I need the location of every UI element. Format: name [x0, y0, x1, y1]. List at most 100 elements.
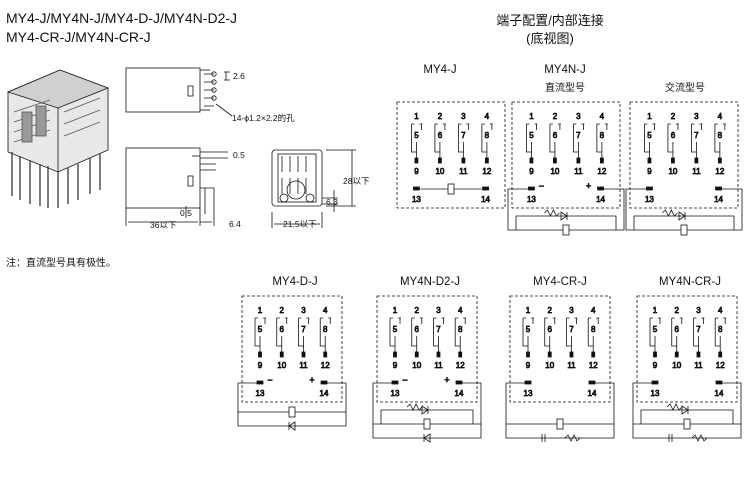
pin-terminal: [576, 157, 581, 164]
coil-terminal: [524, 380, 532, 385]
ac-model-label: 交流型号: [665, 83, 705, 94]
base-outline: [629, 101, 739, 209]
terminal-header: 端子配置/内部连接: [496, 13, 604, 28]
pin-terminal: [414, 351, 419, 358]
pin-terminal: [718, 351, 723, 358]
led-branch: [640, 409, 734, 424]
pin-terminal: [694, 157, 699, 164]
contact-no: [306, 317, 310, 324]
pin-label: 2: [548, 306, 553, 315]
pin-label: 12: [482, 167, 491, 176]
resistor-symbol: [691, 434, 708, 442]
pin-label: 4: [591, 306, 596, 315]
pin-label: 12: [456, 361, 465, 370]
pin-label: 1: [258, 306, 263, 315]
model-label-my4-cr-j: MY4-CR-J: [533, 276, 587, 288]
polarity-plus: +: [309, 375, 314, 385]
model-label-my4n-cr-j: MY4N-CR-J: [659, 276, 721, 288]
pin-label: 5: [414, 131, 419, 140]
pin-label: 9: [526, 361, 531, 370]
pin-label: 6: [415, 325, 420, 334]
coil-terminal: [413, 186, 420, 191]
pin-terminal: [301, 351, 306, 358]
contact-nc: [671, 317, 678, 352]
pin-label: 5: [653, 325, 658, 334]
contact-no: [701, 317, 705, 324]
pin-label: 4: [718, 112, 723, 121]
contact-no: [328, 317, 332, 324]
pin-label: 12: [715, 167, 724, 176]
pin-terminal: [547, 351, 552, 358]
contact-no: [466, 123, 470, 130]
pin-label: 11: [299, 361, 308, 370]
contact-no: [442, 123, 446, 130]
pin-label: 13: [412, 195, 421, 204]
pin-label: 14: [320, 389, 329, 398]
contact-no: [652, 123, 656, 130]
contact-nc: [572, 123, 579, 158]
coil-terminal: [715, 186, 722, 191]
pin-label: 3: [694, 112, 699, 121]
contact-no: [263, 317, 266, 324]
contact-nc: [433, 317, 439, 352]
contact-nc: [667, 123, 674, 158]
pin-terminal: [553, 157, 557, 164]
contact-no: [596, 317, 600, 324]
pin-label: 3: [461, 112, 466, 121]
pin-label: 13: [527, 195, 536, 204]
coil-symbol: [683, 418, 691, 430]
pin-label: 5: [647, 131, 652, 140]
contact-no: [581, 123, 585, 130]
pin-label: 13: [651, 389, 660, 398]
pin-label: 9: [258, 361, 263, 370]
led-symbol: [678, 211, 686, 221]
contact-nc: [549, 123, 556, 158]
pin-label: 4: [458, 306, 463, 315]
pin-label: 7: [696, 325, 701, 334]
cr-branch: [505, 424, 615, 439]
base-outline: [636, 295, 738, 403]
contact-nc: [649, 317, 656, 352]
polarity-minus: −: [539, 181, 544, 191]
pin-terminal: [258, 351, 262, 358]
cr-branch: [632, 424, 742, 439]
contact-nc: [587, 317, 594, 352]
contact-nc: [434, 123, 441, 158]
base-outline: [511, 101, 621, 209]
coil-terminal: [455, 380, 463, 385]
contact-no: [604, 123, 608, 130]
pin-label: 14: [481, 195, 490, 204]
pin-label: 6: [671, 131, 676, 140]
dim-6-4: 6.4: [229, 219, 241, 229]
coil-wire: [507, 188, 625, 231]
pin-terminal: [436, 351, 441, 358]
coil-wire: [372, 382, 482, 425]
pin-label: 6: [548, 325, 553, 334]
contact-nc: [714, 123, 721, 158]
led-branch: [633, 215, 735, 230]
dim-hole: 14-ϕ1.2×2.2的孔: [232, 113, 295, 123]
coil-terminal: [646, 186, 653, 191]
pin-label: 7: [461, 131, 466, 140]
model-label-my4n-d2-j: MY4N-D2-J: [399, 276, 461, 288]
pin-label: 13: [256, 389, 265, 398]
pin-terminal: [591, 351, 596, 358]
dc-model-label: 直流型号: [545, 83, 585, 94]
led-symbol: [421, 405, 429, 415]
pin-label: 8: [600, 131, 605, 140]
pin-terminal: [717, 157, 722, 164]
contact-no: [557, 123, 561, 130]
pin-label: 1: [526, 306, 531, 315]
pin-label: 1: [529, 112, 534, 121]
pin-label: 8: [323, 325, 328, 334]
coil-terminal: [651, 380, 659, 385]
contact-no: [699, 123, 703, 130]
pin-terminal: [647, 157, 652, 164]
coil-symbol: [423, 418, 431, 430]
coil-symbol: [680, 224, 688, 236]
pin-terminal: [414, 157, 419, 164]
pin-label: 3: [436, 306, 441, 315]
pin-terminal: [529, 157, 534, 164]
